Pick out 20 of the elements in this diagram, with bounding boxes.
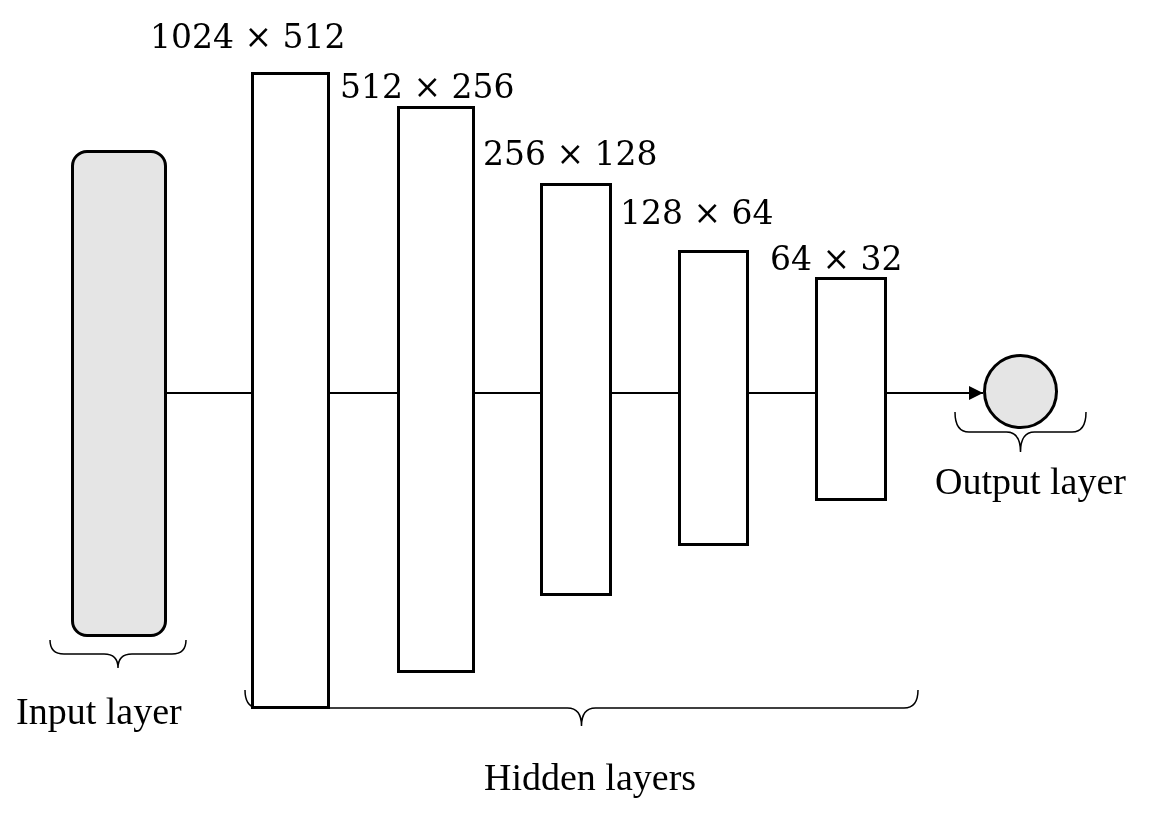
- connector-line: [329, 392, 398, 394]
- connector-line: [748, 392, 816, 394]
- layer-label: Input layer: [16, 692, 182, 730]
- connector-line: [611, 392, 679, 394]
- layer-label: Output layer: [935, 462, 1126, 500]
- layer-box: [397, 106, 475, 673]
- layer-box: [540, 183, 612, 596]
- dimension-label: 128 × 64: [620, 196, 774, 229]
- connector-line: [474, 392, 541, 394]
- input-box: [71, 150, 167, 637]
- layer-box: [815, 277, 887, 501]
- dimension-label: 512 × 256: [340, 70, 515, 103]
- dimension-label: 256 × 128: [483, 137, 658, 170]
- dimension-label: 64 × 32: [770, 242, 903, 275]
- layer-box: [678, 250, 749, 546]
- layer-box: [251, 72, 330, 709]
- group-label: Hidden layers: [484, 758, 697, 796]
- arrow: [886, 386, 984, 400]
- dimension-label: 1024 × 512: [150, 20, 346, 53]
- connector-line: [166, 392, 252, 394]
